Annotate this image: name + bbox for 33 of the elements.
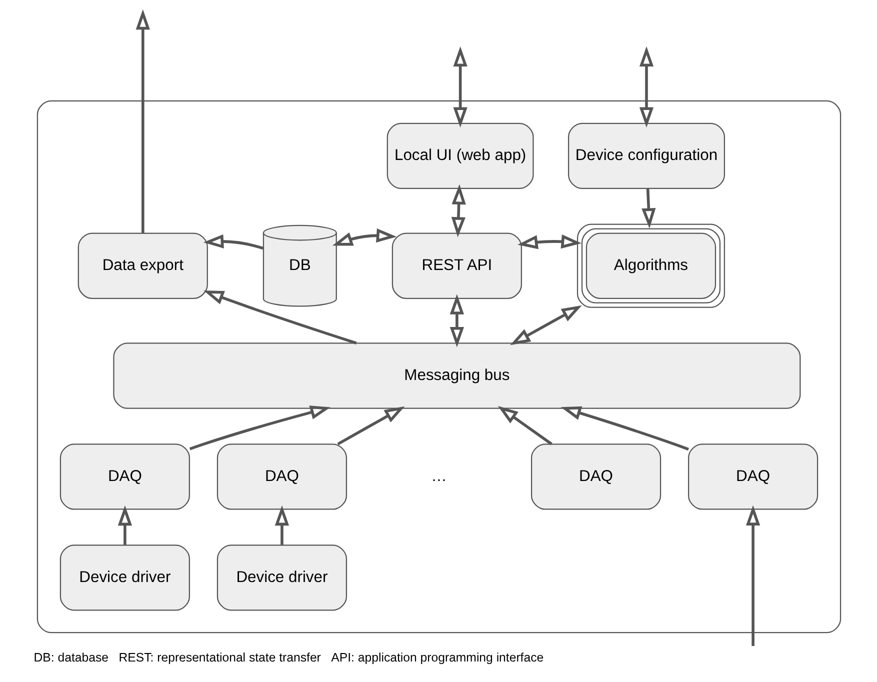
cluster	[36, 100, 841, 634]
arrow	[336, 406, 404, 446]
arrow	[202, 234, 264, 250]
caption: DB: database REST: representational state transfer API: application programming interface	[33, 650, 544, 664]
node-box: Algorithms	[576, 224, 725, 308]
node-box: DAQ	[530, 444, 661, 510]
arrow	[135, 9, 150, 234]
node-box: DAQ	[216, 444, 347, 510]
node-box: Local UI (web app)	[386, 122, 534, 190]
arrow	[117, 505, 132, 545]
node-box: Device driver	[59, 544, 190, 611]
node-box: REST API	[391, 232, 522, 299]
arrow	[641, 188, 656, 228]
node-box: Device driver	[216, 544, 347, 611]
arrow	[452, 46, 467, 128]
node-box: Data export	[77, 232, 208, 299]
node-box: Device configuration	[567, 122, 725, 190]
label: …	[430, 468, 446, 485]
node-box: DAQ	[59, 444, 190, 510]
arrow	[560, 406, 689, 451]
arrow	[517, 234, 582, 250]
arrow	[745, 505, 760, 646]
arrow	[332, 228, 396, 246]
node-box: DAQ	[688, 444, 818, 510]
arrow	[449, 294, 464, 348]
arrow	[638, 46, 654, 128]
arrow	[450, 184, 466, 238]
arrow	[510, 305, 582, 346]
node-box: Messaging bus	[112, 342, 800, 409]
arrow	[188, 406, 330, 450]
arrow	[497, 406, 552, 446]
arrow	[203, 290, 356, 344]
arrow	[274, 505, 289, 545]
